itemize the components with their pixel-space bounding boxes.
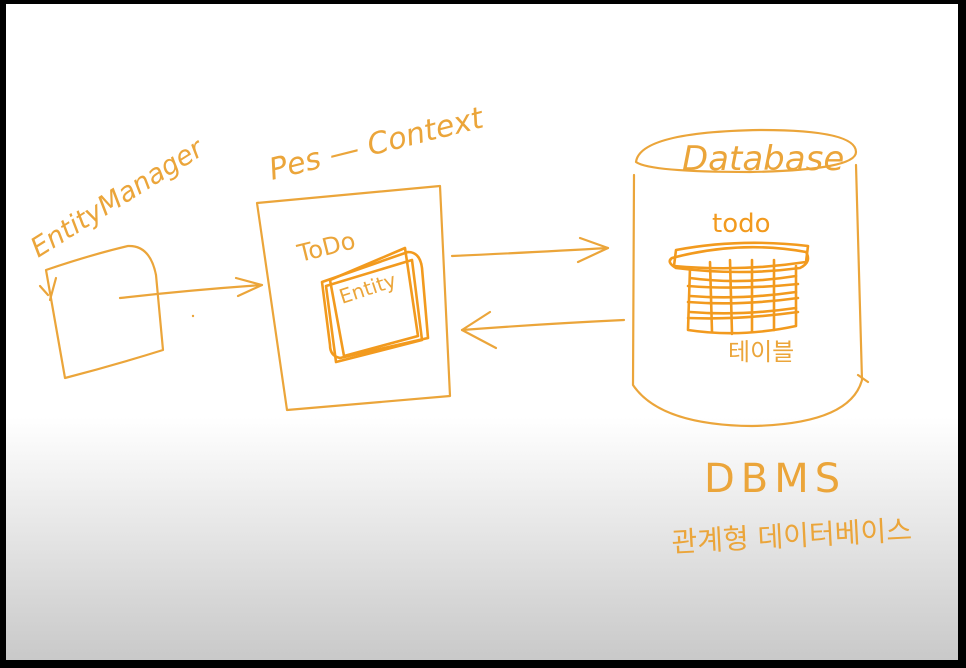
persistence-context-box [255, 184, 452, 412]
dbms-label: DBMS [704, 456, 846, 502]
arrow-manager-to-context [118, 283, 264, 300]
arrow-manager-to-context-head [234, 276, 264, 298]
entity-manager-box-tick [38, 276, 58, 302]
database-cylinder [631, 128, 870, 428]
arrow-context-to-db-head [576, 236, 610, 264]
table-caption: 테이블 [728, 338, 794, 366]
entity-manager-box [44, 244, 165, 380]
database-label: Database [682, 139, 844, 179]
todo-table [668, 241, 810, 336]
stray-dot [191, 314, 195, 318]
arrow-db-to-context [460, 318, 626, 332]
arrow-db-to-context-head [460, 310, 498, 350]
table-name-label: todo [712, 209, 771, 239]
arrow-context-to-db [450, 246, 610, 258]
entity-box [320, 246, 430, 364]
board-background [6, 4, 958, 660]
